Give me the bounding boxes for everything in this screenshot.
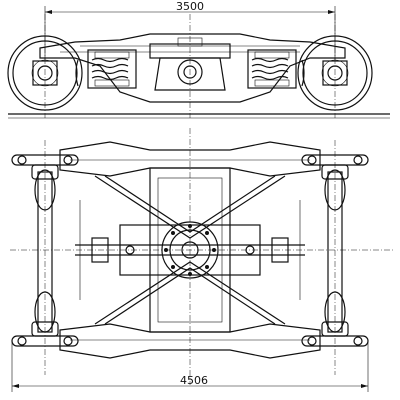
center-pivot — [149, 37, 231, 91]
overall-length-label: 4506 — [180, 374, 208, 387]
right-wheelset — [301, 140, 369, 375]
left-brake-shoe — [75, 59, 79, 87]
center-plate — [161, 221, 219, 279]
right-brake-shoe — [301, 59, 305, 87]
side-elevation-view: 3500 — [7, 0, 390, 119]
right-spring-group — [247, 49, 297, 89]
wheelbase-label: 3500 — [176, 0, 204, 13]
cross-bracing — [79, 175, 301, 325]
left-spring-group — [87, 49, 137, 89]
plan-view: 4506 — [10, 128, 395, 392]
left-wheelset — [11, 140, 79, 375]
overall-length-dimension: 4506 — [11, 340, 369, 392]
brake-rigging — [75, 237, 305, 263]
